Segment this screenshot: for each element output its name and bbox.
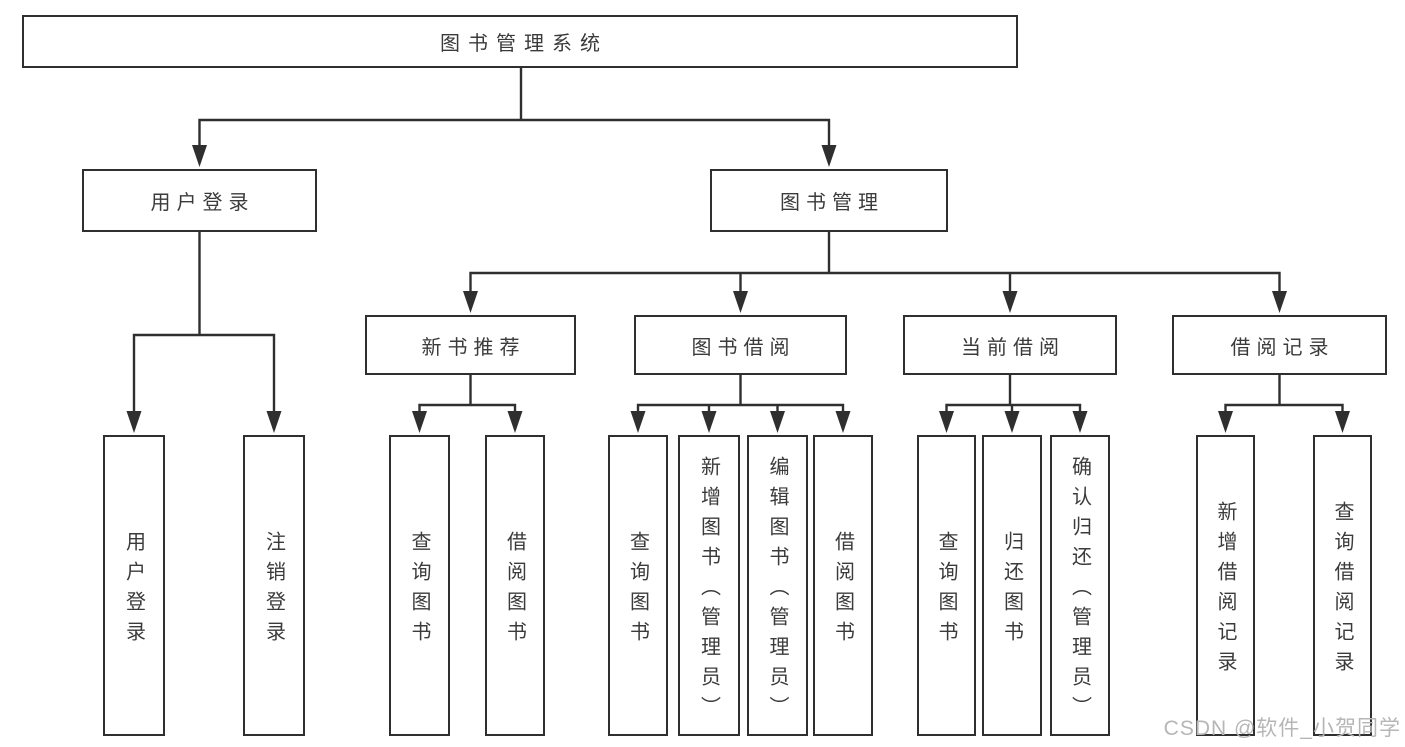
leaf-logout: 注销登录	[243, 435, 305, 736]
node-current-borrowing: 当前借阅	[903, 315, 1117, 375]
arrow-down-icon	[412, 411, 427, 433]
node-book-management: 图书管理	[710, 169, 948, 232]
arrow-down-icon	[1218, 411, 1233, 433]
leaf-return-books: 归还图书	[982, 435, 1042, 736]
node-book-borrowing: 图书借阅	[634, 315, 847, 375]
node-label: 用户登录	[150, 192, 255, 214]
node-label: 新增图书（管理员）	[697, 455, 720, 726]
arrow-down-icon	[733, 291, 748, 313]
node-label: 借阅图书	[503, 530, 526, 651]
arrow-down-icon	[1002, 291, 1018, 313]
leaf-confirm-return-admin: 确认归还（管理员）	[1050, 435, 1110, 736]
connector-user-login-children	[132, 230, 276, 416]
connector-book-management-children	[469, 230, 1281, 296]
node-library-management-system: 图书管理系统	[22, 15, 1018, 68]
leaf-add-books-admin: 新增图书（管理员）	[678, 435, 740, 736]
node-new-book-recommend: 新书推荐	[365, 315, 576, 375]
arrow-down-icon	[939, 411, 954, 433]
arrow-down-icon	[192, 145, 207, 167]
connector-current-borrowing-children	[945, 373, 1082, 416]
leaf-query-books-borrowing: 查询图书	[608, 435, 668, 736]
node-label: 编辑图书（管理员）	[766, 455, 788, 726]
arrow-down-icon	[126, 411, 142, 433]
arrow-down-icon	[1072, 411, 1088, 433]
node-label: 查询图书	[408, 530, 430, 651]
arrow-down-icon	[1335, 411, 1350, 433]
node-label: 确认归还（管理员）	[1068, 455, 1091, 726]
node-label: 图书管理	[780, 192, 884, 214]
node-label: 查询图书	[935, 530, 957, 651]
arrow-down-icon	[507, 411, 523, 433]
node-label: 注销登录	[262, 530, 285, 651]
arrow-down-icon	[463, 291, 478, 313]
node-label: 图书借阅	[691, 336, 796, 359]
connector-new-book-recommend-children	[418, 373, 517, 416]
node-label: 用户登录	[122, 530, 145, 651]
arrow-down-icon	[266, 411, 282, 433]
arrow-down-icon	[630, 411, 646, 433]
arrow-down-icon	[1272, 291, 1287, 313]
arrow-down-icon	[1004, 411, 1020, 433]
arrow-down-icon	[835, 411, 851, 433]
leaf-borrow-books-recommend: 借阅图书	[485, 435, 545, 736]
arrow-down-icon	[701, 411, 717, 433]
leaf-edit-books-admin: 编辑图书（管理员）	[747, 435, 808, 736]
leaf-query-books-current: 查询图书	[917, 435, 976, 736]
node-user-login: 用户登录	[82, 169, 317, 232]
arrow-down-icon	[770, 411, 785, 433]
leaf-add-borrow-record: 新增借阅记录	[1196, 435, 1255, 736]
node-borrow-records: 借阅记录	[1172, 315, 1387, 375]
leaf-borrow-books: 借阅图书	[813, 435, 873, 736]
node-label: 新增借阅记录	[1214, 500, 1236, 681]
node-label: 当前借阅	[961, 336, 1065, 359]
node-label: 借阅记录	[1230, 336, 1335, 359]
leaf-query-books-recommend: 查询图书	[389, 435, 450, 736]
node-label: 查询借阅记录	[1331, 500, 1353, 681]
node-label: 归还图书	[1000, 530, 1023, 651]
node-label: 新书推荐	[421, 336, 526, 359]
node-label: 图书管理系统	[440, 33, 608, 55]
arrow-down-icon	[821, 145, 837, 167]
connector-root-to-level2	[198, 66, 831, 150]
leaf-user-login: 用户登录	[103, 435, 165, 736]
node-label: 查询图书	[626, 530, 649, 651]
connector-book-borrowing-children	[636, 373, 845, 416]
leaf-query-borrow-record: 查询借阅记录	[1313, 435, 1372, 736]
connector-borrow-records-children	[1224, 373, 1344, 416]
node-label: 借阅图书	[831, 530, 854, 651]
